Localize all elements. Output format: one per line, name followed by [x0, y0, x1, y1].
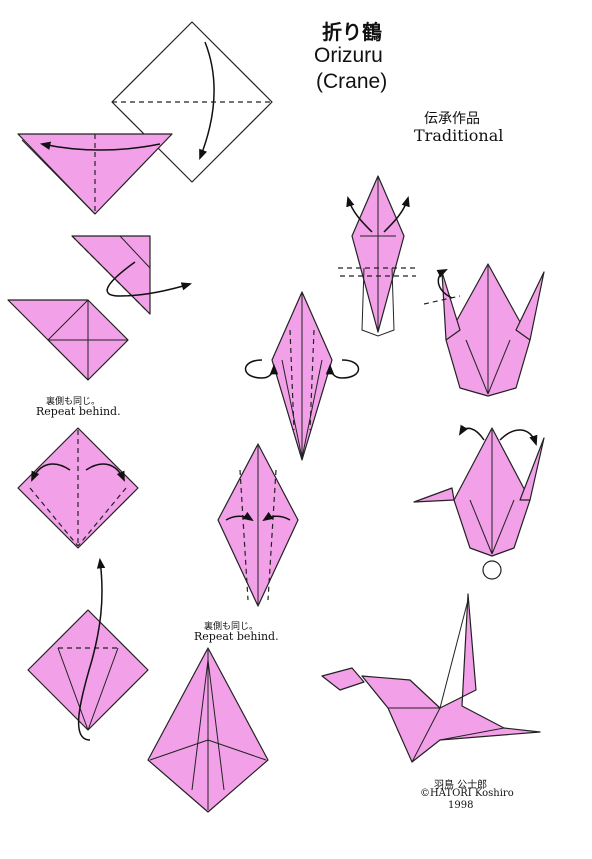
step-6-petal-fold — [27, 557, 149, 741]
step-8-narrow — [217, 443, 299, 607]
repeat-note-2-en: Repeat behind. — [194, 630, 279, 643]
title-english: (Crane) — [316, 70, 388, 93]
step-2-triangle — [17, 133, 173, 215]
credit-year: 1998 — [448, 800, 474, 811]
credit-name-jp: 羽鳥 公士郎 — [434, 780, 488, 791]
credit-name-en: ©HATORI Koshiro — [420, 788, 514, 799]
finished-crane — [321, 593, 541, 763]
tradition-japanese: 伝承作品 — [424, 111, 480, 127]
title-japanese: 折り鶴 — [322, 20, 382, 44]
step-5-square-base — [17, 427, 139, 549]
repeat-note-1-jp: 裏側も同じ。 — [46, 397, 101, 407]
step-10-raise-points — [338, 175, 418, 337]
repeat-note-2-jp: 裏側も同じ。 — [204, 622, 259, 632]
step-4-squash — [7, 299, 129, 381]
tradition-english: Traditional — [414, 126, 504, 145]
step-11-neck-tail — [423, 263, 545, 397]
step-9-reverse-folds — [244, 291, 360, 461]
step-3-triangle — [71, 235, 193, 315]
repeat-note-1-en: Repeat behind. — [36, 405, 121, 418]
step-12-wings — [413, 424, 545, 580]
title-romaji: Orizuru — [314, 44, 383, 67]
step-7-bird-base — [147, 647, 269, 813]
